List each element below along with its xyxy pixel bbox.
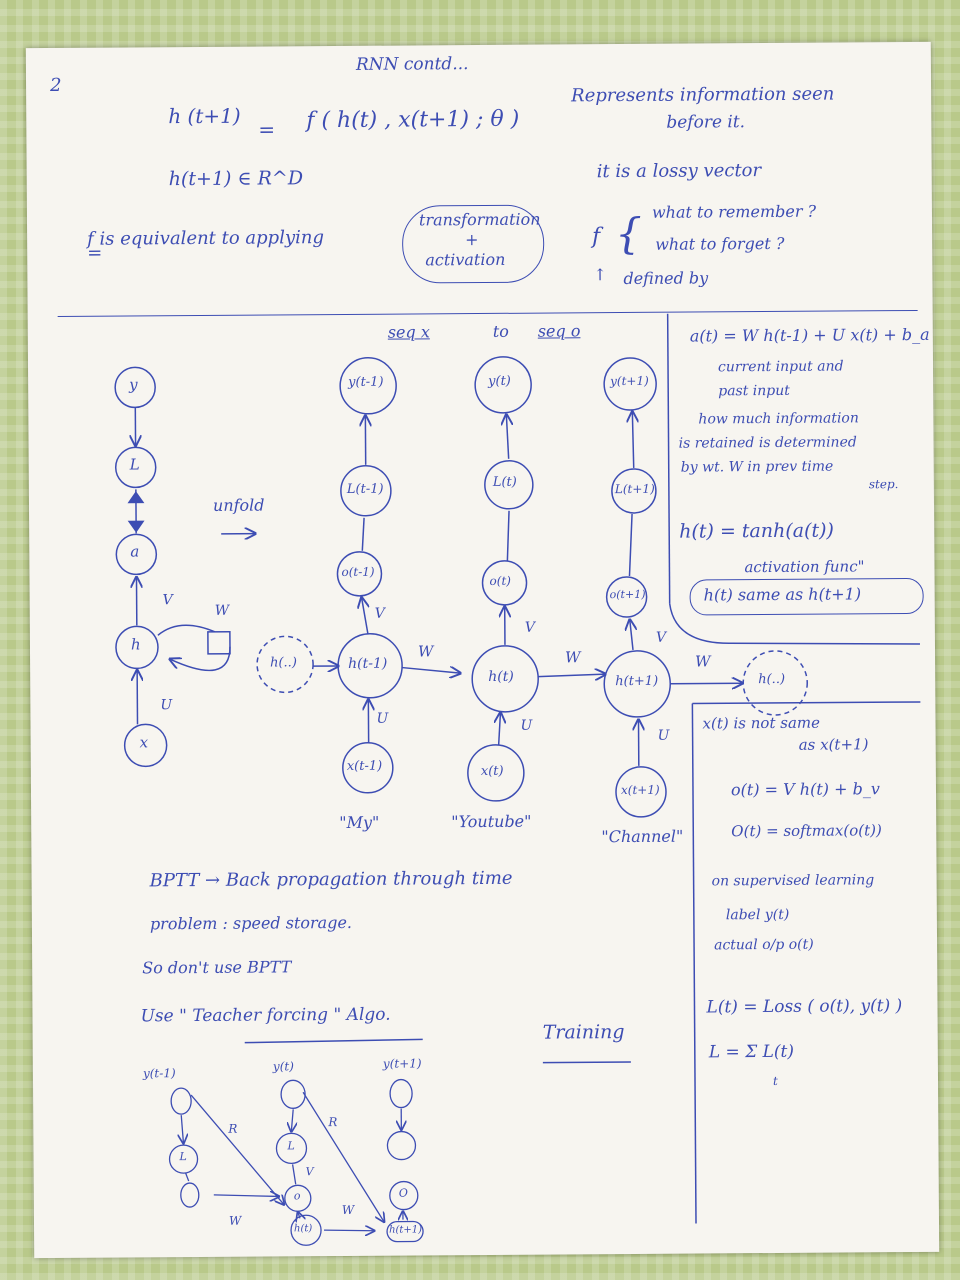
unrolled-U-1: U	[376, 710, 389, 727]
col1-node-h	[337, 633, 403, 699]
tf-R-1: R	[228, 1121, 238, 1136]
col2-word: "Youtube"	[451, 811, 532, 832]
col2-node-L	[484, 460, 534, 510]
unrolled-node-h-next	[742, 650, 808, 716]
tf-o-2: o	[293, 1189, 301, 1203]
unrolled-node-h-prev	[256, 635, 314, 694]
col1-node-y	[339, 357, 397, 415]
unrolled-U-2: U	[520, 717, 533, 734]
tf-y-1: y(t-1)	[142, 1066, 176, 1081]
col2-L: L(t)	[492, 474, 517, 490]
right-divider-upper	[666, 313, 671, 604]
unrolled-W-1: W	[417, 642, 434, 661]
col2-x: x(t)	[480, 763, 504, 780]
tf-O-3: O	[398, 1186, 408, 1200]
unrolled-V-2: V	[524, 619, 536, 636]
tf-h-1: h(t)	[293, 1223, 313, 1235]
folded-label-W: W	[214, 602, 230, 619]
h-prev-label: h(..)	[270, 655, 297, 671]
col1-node-L	[340, 465, 392, 517]
col3-L: L(t+1)	[614, 481, 655, 497]
right-lower-top	[692, 701, 921, 705]
tf-y-2: y(t)	[272, 1059, 294, 1074]
col3-o: o(t+1)	[609, 587, 646, 602]
folded-node-a	[115, 533, 158, 576]
h-next-label: h(..)	[758, 671, 786, 688]
unrolled-rnn	[256, 356, 808, 818]
col3-y: y(t+1)	[610, 373, 649, 389]
col3-word: "Channel"	[601, 826, 684, 847]
folded-label-a: a	[130, 542, 140, 561]
col1-h: h(t-1)	[348, 655, 388, 672]
folded-label-U: U	[160, 697, 173, 714]
tf-W-2: W	[341, 1202, 355, 1217]
tf-V: V	[305, 1165, 314, 1179]
col2-node-o	[481, 560, 528, 606]
unrolled-V-1: V	[374, 605, 385, 622]
tf-L-1: L	[179, 1150, 187, 1164]
tf-W-1: W	[228, 1213, 242, 1228]
col1-L: L(t-1)	[346, 481, 384, 497]
folded-node-h	[115, 625, 159, 670]
col1-x: x(t-1)	[346, 758, 383, 774]
delay-square	[207, 631, 231, 655]
folded-rnn	[114, 366, 257, 768]
col1-word: "My"	[339, 812, 380, 833]
folded-label-y: y	[129, 375, 138, 394]
col2-node-x	[467, 744, 525, 802]
col3-h: h(t+1)	[615, 673, 659, 690]
folded-label-L: L	[129, 455, 140, 474]
tf-h-2: h(t+1)	[389, 1224, 423, 1236]
col3-node-y	[603, 357, 657, 411]
notebook-page: 2 RNN contd... h (t+1) = f ( h(t) , x(t+…	[25, 41, 940, 1259]
right-divider-lower	[691, 703, 697, 1224]
tf-y-3: y(t+1)	[382, 1056, 422, 1071]
unrolled-U-3: U	[657, 727, 670, 744]
tf-R-2: R	[328, 1115, 338, 1130]
unrolled-W-3: W	[695, 652, 711, 671]
rnn-diagrams	[114, 313, 921, 1246]
col1-y: y(t-1)	[348, 374, 384, 390]
col2-node-y	[474, 356, 532, 414]
tf-L-2: L	[287, 1139, 295, 1153]
folded-label-h: h	[130, 635, 141, 654]
folded-label-x: x	[139, 733, 149, 752]
col2-y: y(t)	[488, 373, 511, 389]
folded-label-V: V	[162, 592, 173, 609]
col1-o: o(t-1)	[341, 564, 375, 579]
right-box-curve	[668, 603, 920, 645]
col3-x: x(t+1)	[620, 782, 660, 798]
col3-node-x	[615, 766, 667, 818]
col3-node-L	[611, 468, 657, 514]
folded-node-x	[123, 723, 168, 768]
col2-h: h(t)	[488, 668, 514, 685]
unrolled-V-3: V	[655, 629, 667, 646]
folded-node-L	[114, 446, 157, 489]
col2-o: o(t)	[489, 573, 511, 588]
col3-node-o	[605, 576, 648, 618]
teacher-forcing-diagram	[168, 1078, 424, 1246]
col1-node-x	[342, 742, 394, 794]
unrolled-W-2: W	[564, 648, 581, 667]
unfold-label: unfold	[212, 495, 265, 515]
